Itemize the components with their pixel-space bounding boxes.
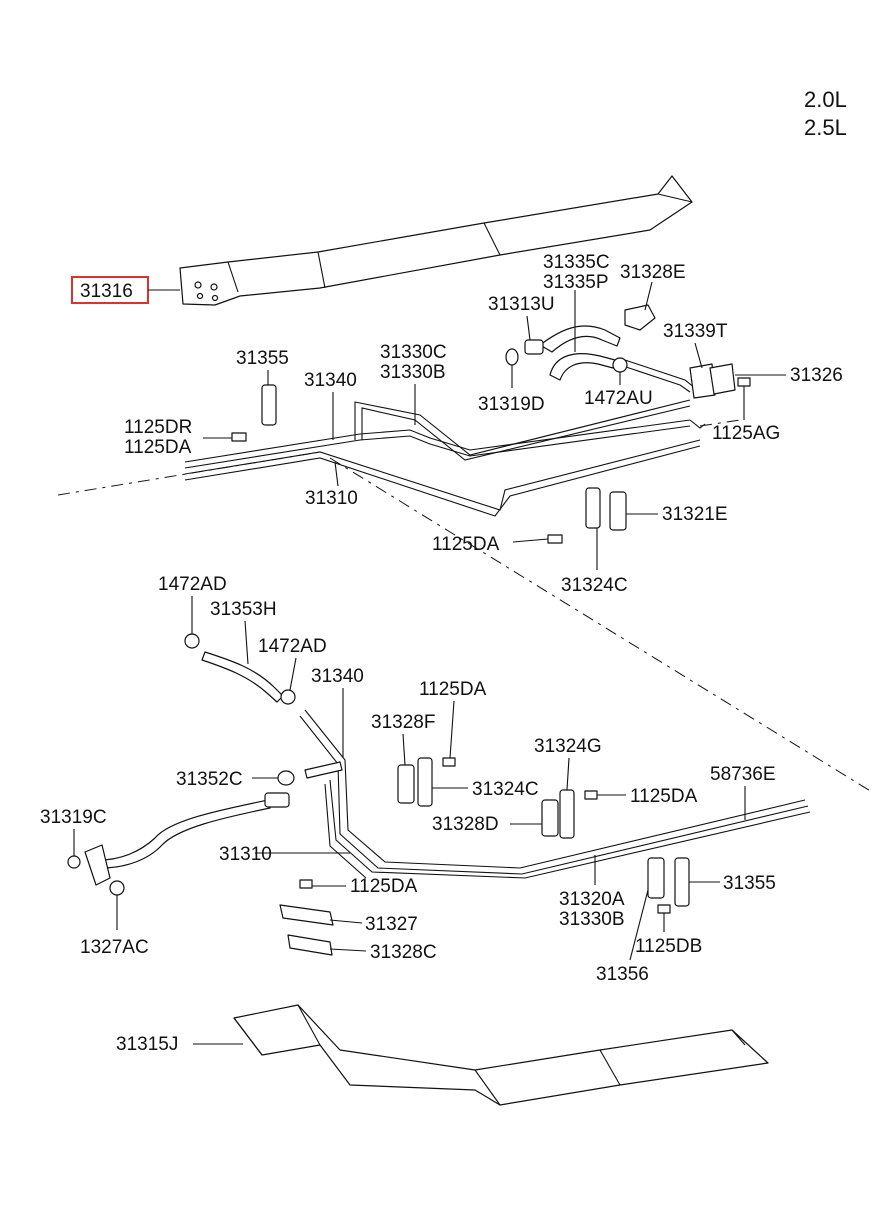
clamp-31324c-lower[interactable]	[417, 757, 433, 807]
part-label-31339t[interactable]: 31339T	[663, 321, 728, 342]
clip-31328d[interactable]	[541, 799, 559, 837]
engine-label-2-0l: 2.0L	[804, 87, 847, 112]
clamp-1472ad-1[interactable]	[184, 633, 200, 649]
part-label-31340-top[interactable]: 31340	[304, 370, 357, 391]
clamp-31327[interactable]	[279, 904, 334, 926]
clamp-31352c[interactable]	[277, 770, 295, 786]
filler-hose-lower[interactable]	[99, 799, 271, 869]
clamp-1472au[interactable]	[612, 357, 628, 373]
part-label-1125ag[interactable]: 1125AG	[712, 423, 780, 444]
part-label-31327[interactable]: 31327	[365, 914, 418, 935]
part-label-31315j[interactable]: 31315J	[116, 1034, 178, 1055]
bolt-1125da-lower-3[interactable]	[299, 879, 313, 889]
bolt-1125dr[interactable]	[231, 432, 247, 442]
bolt-1125db[interactable]	[657, 904, 671, 914]
part-label-31340-bot[interactable]: 31340	[311, 666, 364, 687]
part-label-31335p[interactable]: 31335P	[543, 272, 609, 293]
clamp-1472ad-2[interactable]	[280, 689, 296, 705]
part-label-1125dr[interactable]: 1125DR	[124, 417, 192, 438]
part-label-1125da-5[interactable]: 1125DA	[350, 876, 418, 897]
part-label-1125da-4[interactable]: 1125DA	[630, 786, 698, 807]
part-label-31321e[interactable]: 31321E	[662, 504, 728, 525]
top-fuel-lines	[184, 359, 706, 517]
ring-31319c[interactable]	[67, 855, 81, 869]
clip-31328e[interactable]	[624, 304, 656, 331]
part-label-1125da-2[interactable]: 1125DA	[432, 534, 500, 555]
hose-31335c[interactable]	[539, 325, 621, 353]
part-label-31355-bot[interactable]: 31355	[723, 873, 776, 894]
clip-31321e[interactable]	[609, 491, 627, 531]
part-label-31324c-top[interactable]: 31324C	[561, 575, 628, 596]
protector-31316-shape[interactable]	[179, 175, 693, 306]
part-label-1327ac[interactable]: 1327AC	[80, 937, 149, 958]
hose-31335p[interactable]	[549, 353, 616, 381]
dashed-outline	[57, 419, 873, 793]
bolt-1125da-lower-1[interactable]	[442, 757, 456, 767]
bolt-1125da-lower-2[interactable]	[584, 790, 598, 800]
clamp-31355-lower[interactable]	[674, 857, 690, 907]
part-label-1472ad-2[interactable]: 1472AD	[258, 636, 327, 657]
hose-fitting-lower[interactable]	[264, 792, 290, 808]
part-label-31330c[interactable]: 31330C	[380, 342, 447, 363]
hose-31353h[interactable]	[201, 651, 284, 703]
part-label-31356[interactable]: 31356	[596, 964, 649, 985]
part-label-31352c[interactable]: 31352C	[176, 769, 243, 790]
part-label-31328e[interactable]: 31328E	[620, 262, 686, 283]
clip-31328c[interactable]	[287, 934, 333, 956]
fitting-31313u[interactable]	[524, 339, 544, 355]
part-label-31335c[interactable]: 31335C	[543, 252, 610, 273]
part-label-31319c[interactable]: 31319C	[40, 807, 107, 828]
part-label-58736e[interactable]: 58736E	[710, 764, 776, 785]
top-leader-lines	[203, 281, 786, 570]
part-label-31319d[interactable]: 31319D	[478, 394, 545, 415]
lower-fuel-lines	[299, 709, 811, 879]
part-label-31330b-bot[interactable]: 31330B	[559, 909, 625, 930]
clip-31328f[interactable]	[397, 764, 415, 804]
part-label-31324c-bot[interactable]: 31324C	[472, 779, 539, 800]
ring-31319d[interactable]	[505, 348, 519, 366]
part-label-31353h[interactable]: 31353H	[210, 599, 277, 620]
part-label-31316[interactable]: 31316	[80, 281, 133, 302]
part-label-1472ad-1[interactable]: 1472AD	[158, 574, 227, 595]
part-label-31328f[interactable]: 31328F	[371, 712, 435, 733]
part-label-31324g[interactable]: 31324G	[534, 736, 602, 757]
part-label-1125db[interactable]: 1125DB	[635, 936, 702, 957]
part-label-31355-top[interactable]: 31355	[236, 348, 289, 369]
bolt-1125da-top[interactable]	[547, 534, 563, 544]
clamp-31324g[interactable]	[559, 789, 575, 839]
clip-31356[interactable]	[647, 857, 665, 899]
part-label-31313u[interactable]: 31313U	[488, 294, 555, 315]
part-label-31330b-top[interactable]: 31330B	[380, 362, 446, 383]
part-label-31320a[interactable]: 31320A	[559, 889, 625, 910]
protector-31315j-shape[interactable]	[233, 1004, 769, 1106]
clamp-31324c-top[interactable]	[585, 487, 601, 529]
part-label-1472au[interactable]: 1472AU	[584, 388, 653, 409]
lower-leader-lines	[73, 596, 746, 961]
bolt-1125ag[interactable]	[737, 377, 751, 387]
part-label-31328d[interactable]: 31328D	[432, 814, 499, 835]
part-label-31310-bot[interactable]: 31310	[219, 844, 272, 865]
part-label-1125da-1[interactable]: 1125DA	[124, 437, 192, 458]
nut-1327ac[interactable]	[109, 880, 125, 896]
part-label-31310-top[interactable]: 31310	[305, 488, 358, 509]
part-label-1125da-3[interactable]: 1125DA	[419, 679, 487, 700]
clamp-31355-top[interactable]	[261, 384, 277, 426]
hose-31352c-seg[interactable]	[304, 761, 343, 779]
part-label-31328c[interactable]: 31328C	[370, 942, 437, 963]
flange-lower[interactable]	[84, 844, 111, 886]
engine-label-2-5l: 2.5L	[804, 115, 847, 140]
bracket-31326[interactable]	[709, 363, 736, 395]
part-label-31326[interactable]: 31326	[790, 365, 843, 386]
bracket-31339t[interactable]	[689, 363, 716, 399]
